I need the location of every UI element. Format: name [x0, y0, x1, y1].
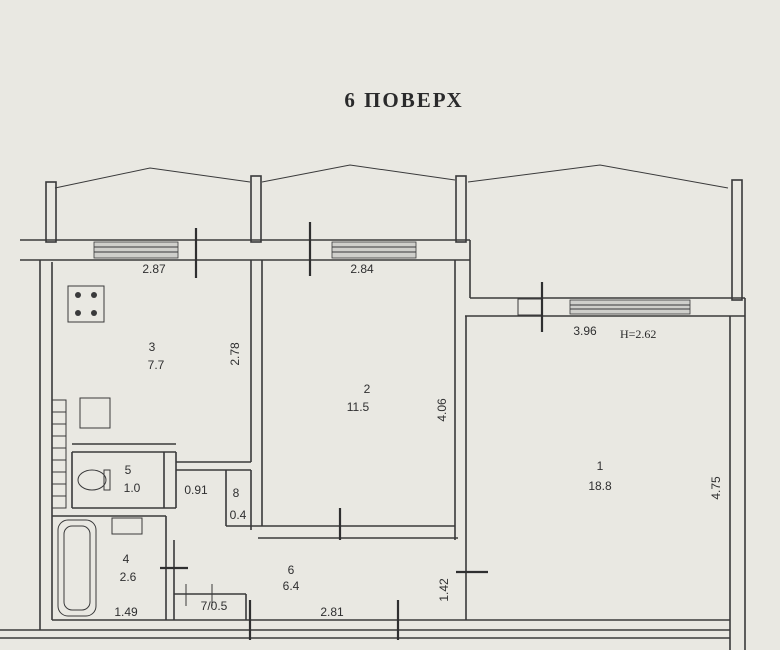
room-1-number: 1	[597, 459, 604, 473]
bathtub-icon	[57, 519, 97, 617]
stove-icon	[67, 285, 105, 323]
room-5-number: 5	[125, 463, 132, 477]
ceiling-height: H=2.62	[620, 327, 656, 341]
kitchen-window	[93, 241, 179, 259]
room-2-number: 2	[364, 382, 371, 396]
room-8-number: 8	[233, 486, 240, 500]
dim-hall-width: 2.81	[320, 605, 344, 619]
room-6-area: 6.4	[283, 579, 300, 593]
sink-icon	[79, 397, 111, 429]
dim-bath-width: 1.49	[114, 605, 138, 619]
room-2-area: 11.5	[347, 400, 370, 414]
dim-kitchen-depth: 2.78	[228, 342, 242, 366]
room-4-number: 4	[123, 552, 130, 566]
room-3-area: 7.7	[148, 358, 165, 372]
room1-window	[569, 299, 691, 315]
dim-wc-width: 0.91	[184, 483, 208, 497]
room-3-number: 3	[149, 340, 156, 354]
interior-walls	[52, 260, 488, 640]
room-6-number: 6	[288, 563, 295, 577]
washbasin-icon	[111, 517, 143, 535]
exterior-wall-north	[20, 222, 745, 332]
room-1-area: 18.8	[588, 479, 612, 493]
room-4-area: 2.6	[120, 570, 137, 584]
dim-hall-depth: 1.42	[437, 578, 451, 602]
room-8-area: 0.4	[230, 508, 247, 522]
dim-room2-width: 2.84	[350, 262, 374, 276]
dim-storage: 7/0.5	[201, 599, 228, 613]
dim-room2-depth: 4.06	[435, 398, 449, 422]
dim-kitchen-width: 2.87	[142, 262, 166, 276]
fixtures	[51, 285, 143, 617]
toilet-icon	[77, 469, 107, 491]
room-5-area: 1.0	[124, 481, 141, 495]
room2-window	[331, 241, 417, 259]
exterior-walls	[0, 260, 746, 650]
labels: H=2.62 3 7.7 2 11.5 1 18.8 5 1.0 8 0.4 4…	[114, 262, 723, 619]
floor-title: 6 ПОВЕРХ	[344, 88, 463, 112]
dim-room1-depth: 4.75	[709, 476, 723, 500]
radiator-icon	[51, 399, 67, 509]
dim-room1-width: 3.96	[573, 324, 597, 338]
balcony	[45, 164, 743, 301]
